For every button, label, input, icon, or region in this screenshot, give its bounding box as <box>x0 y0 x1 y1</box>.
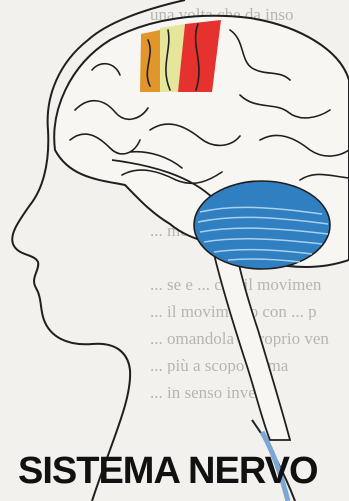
cerebellum <box>194 181 330 269</box>
brainstem <box>212 246 290 440</box>
caption-title: SISTEMA NERVO <box>18 452 349 490</box>
cortex-strip-orange <box>140 30 162 92</box>
